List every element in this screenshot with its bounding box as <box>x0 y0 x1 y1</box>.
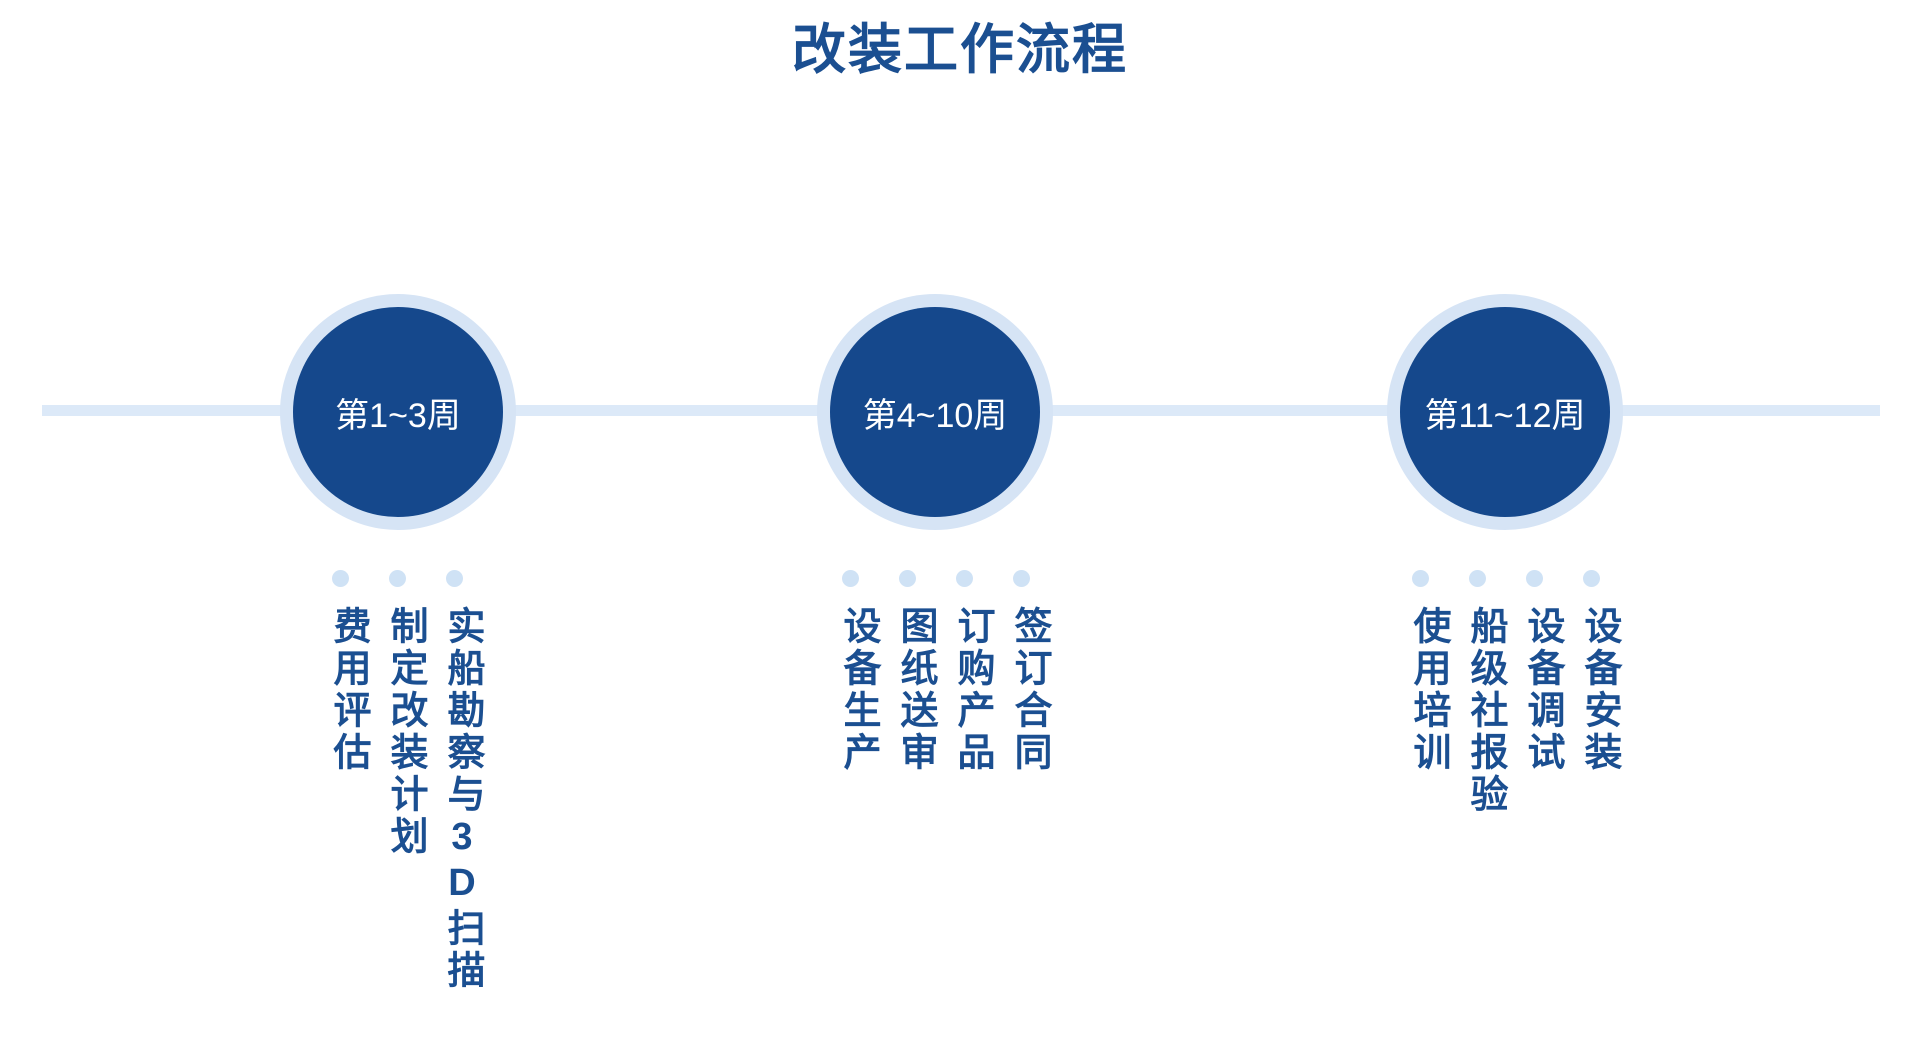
task-label: 使用培训 <box>1407 606 1449 774</box>
task-label: 制定改装计划 <box>384 606 426 858</box>
stage-node-3[interactable]: 第11~12周 <box>1387 294 1623 530</box>
task-columns-1: 实船勘察与3D扫描 制定改装计划 费用评估 <box>312 606 483 992</box>
bullet-dot-icon <box>899 570 916 587</box>
task-label: 签订合同 <box>1008 606 1050 774</box>
bullet-dot-icon <box>332 570 349 587</box>
stage-badge-label-3: 第11~12周 <box>1424 396 1586 435</box>
bullet-dot-icon <box>389 570 406 587</box>
bullet-dot-icon <box>1526 570 1543 587</box>
task-label: 船级社报验 <box>1464 606 1506 816</box>
stage-disc-3: 第11~12周 <box>1400 307 1610 517</box>
stage-node-2[interactable]: 第4~10周 <box>817 294 1053 530</box>
task-label: 设备生产 <box>837 606 879 774</box>
task-columns-3: 设备安装 设备调试 船级社报验 使用培训 <box>1392 606 1620 816</box>
page-title: 改装工作流程 <box>792 20 1128 80</box>
task-label: 费用评估 <box>327 606 369 774</box>
stage-disc-2: 第4~10周 <box>830 307 1040 517</box>
task-label: 设备调试 <box>1521 606 1563 774</box>
task-label: 图纸送审 <box>894 606 936 774</box>
bullet-dot-icon <box>1013 570 1030 587</box>
stage-badge-label-2: 第4~10周 <box>862 396 1008 435</box>
bullet-dot-icon <box>842 570 859 587</box>
stage-badge-label-1: 第1~3周 <box>335 396 461 435</box>
bullet-dot-icon <box>1469 570 1486 587</box>
task-dots-row-2 <box>822 570 1050 587</box>
bullet-dot-icon <box>956 570 973 587</box>
task-columns-2: 签订合同 订购产品 图纸送审 设备生产 <box>822 606 1050 774</box>
task-dots-row-1 <box>312 570 483 587</box>
task-dots-row-3 <box>1392 570 1620 587</box>
bullet-dot-icon <box>1583 570 1600 587</box>
task-label: 订购产品 <box>951 606 993 774</box>
bullet-dot-icon <box>1412 570 1429 587</box>
bullet-dot-icon <box>446 570 463 587</box>
stage-node-1[interactable]: 第1~3周 <box>280 294 516 530</box>
task-label: 实船勘察与3D扫描 <box>441 606 483 992</box>
stage-disc-1: 第1~3周 <box>293 307 503 517</box>
task-label: 设备安装 <box>1578 606 1620 774</box>
